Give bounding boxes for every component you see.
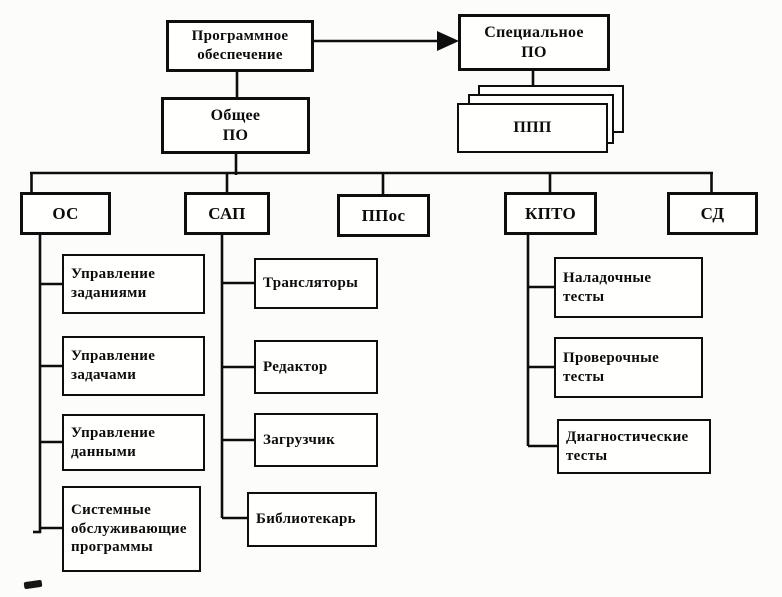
node-os-child-0: Управление заданиями <box>62 254 205 314</box>
node-sap-child-3: Библиотекарь <box>247 492 377 547</box>
node-general-po-label: Общее ПО <box>210 106 261 144</box>
node-kpto-child-2-label: Диагностические тесты <box>566 428 689 464</box>
node-sap-child-3-label: Библиотекарь <box>256 511 356 528</box>
kpto-branch-lines <box>526 234 559 448</box>
node-os-label: ОС <box>52 203 79 223</box>
node-software: Программное обеспечение <box>166 20 314 72</box>
node-sap-child-2-label: Загрузчик <box>263 431 336 448</box>
node-ppp: ППП <box>457 103 608 153</box>
node-os-child-3-label: Системные обслуживающие программы <box>71 501 187 556</box>
node-special-po: Специальное ПО <box>458 14 610 71</box>
node-os-child-2: Управление данными <box>62 414 205 471</box>
node-kpto-child-0-label: Наладочные тесты <box>563 269 652 305</box>
node-ppp-label: ППП <box>513 119 552 136</box>
node-special-po-label: Специальное ПО <box>484 23 584 61</box>
node-sap-child-0: Трансляторы <box>254 258 378 309</box>
trunk-lines <box>30 69 713 196</box>
node-kpto-child-2: Диагностические тесты <box>557 419 711 474</box>
node-sap: САП <box>184 192 270 235</box>
node-kpto-child-1-label: Проверочные тесты <box>563 349 660 385</box>
node-os-child-2-label: Управление данными <box>71 424 156 460</box>
node-sap-label: САП <box>208 203 246 223</box>
node-sd-label: СД <box>700 203 725 223</box>
node-kpto-child-0: Наладочные тесты <box>554 257 703 318</box>
os-branch-lines <box>33 234 64 534</box>
node-sap-child-1: Редактор <box>254 340 378 394</box>
node-os-child-3: Системные обслуживающие программы <box>62 486 201 572</box>
node-os: ОС <box>20 192 111 235</box>
node-kpto-child-1: Проверочные тесты <box>554 337 703 398</box>
node-sap-child-2: Загрузчик <box>254 413 378 467</box>
node-ppos-label: ППос <box>361 205 406 225</box>
node-sd: СД <box>667 192 758 235</box>
node-os-child-0-label: Управление заданиями <box>71 266 156 301</box>
node-os-child-1: Управление задачами <box>62 336 205 396</box>
node-os-child-1-label: Управление задачами <box>71 348 156 383</box>
node-general-po: Общее ПО <box>161 97 310 154</box>
node-software-label: Программное обеспечение <box>191 28 289 63</box>
node-ppos: ППос <box>337 194 430 237</box>
node-kpto-label: КПТО <box>524 203 577 223</box>
node-sap-child-0-label: Трансляторы <box>263 275 359 292</box>
sap-branch-lines <box>220 234 256 520</box>
node-sap-child-1-label: Редактор <box>263 358 328 375</box>
node-kpto: КПТО <box>504 192 597 235</box>
arrow-software-to-special <box>314 31 459 51</box>
